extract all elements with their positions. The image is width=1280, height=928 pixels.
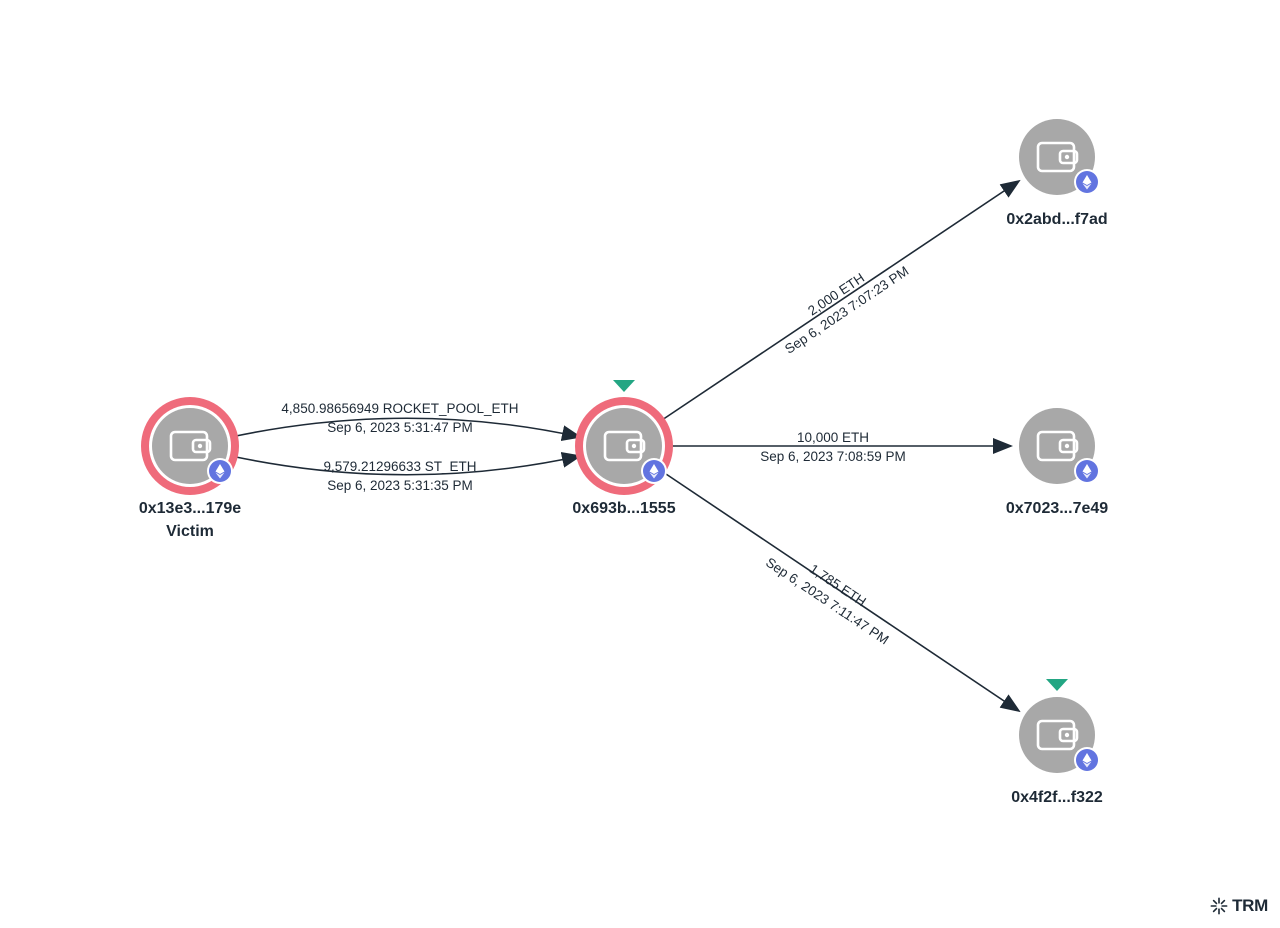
marker-triangle-icon [1046, 679, 1068, 691]
edge-amount: 10,000 ETH [797, 430, 869, 445]
edge-time: Sep 6, 2023 5:31:35 PM [327, 478, 473, 493]
brand-name: TRM [1232, 896, 1268, 915]
nodes: 0x13e3...179e Victim 0x693b...1555 [139, 119, 1108, 806]
ethereum-icon [1074, 458, 1100, 484]
wallet-icon [1036, 141, 1079, 173]
edge-hub-to-0x7023[interactable]: 10,000 ETH Sep 6, 2023 7:08:59 PM [670, 430, 1013, 464]
wallet-node-victim[interactable]: 0x13e3...179e Victim [139, 397, 241, 540]
edge-hub-to-0x2abd[interactable]: 2,000 ETH Sep 6, 2023 7:07:23 PM [661, 179, 1021, 421]
node-tag: Victim [166, 523, 214, 540]
edge-time: Sep 6, 2023 7:08:59 PM [760, 449, 906, 464]
edge-time: Sep 6, 2023 5:31:47 PM [327, 420, 473, 435]
wallet-node-0x2abd[interactable]: 0x2abd...f7ad [1006, 119, 1108, 228]
edge-victim-to-hub-rocket-pool[interactable]: 4,850.98656949 ROCKET_POOL_ETH Sep 6, 20… [235, 401, 582, 441]
node-address: 0x693b...1555 [572, 500, 675, 517]
trm-logo-icon [1210, 897, 1228, 915]
ethereum-icon [207, 458, 233, 484]
wallet-icon [1036, 430, 1079, 462]
ethereum-icon [1074, 169, 1100, 195]
wallet-node-0x7023[interactable]: 0x7023...7e49 [1006, 408, 1108, 517]
node-address: 0x13e3...179e [139, 500, 241, 517]
edge-hub-to-0x4f2f[interactable]: 1,785 ETH Sep 6, 2023 7:11:47 PM [665, 473, 1021, 713]
trm-brand: TRM [1210, 896, 1268, 916]
node-address: 0x7023...7e49 [1006, 500, 1108, 517]
wallet-icon [1036, 719, 1079, 751]
wallet-node-hub[interactable]: 0x693b...1555 [572, 380, 676, 517]
marker-triangle-icon [613, 380, 635, 392]
node-address: 0x4f2f...f322 [1011, 789, 1103, 806]
ethereum-icon [641, 458, 667, 484]
wallet-icon [603, 430, 646, 462]
edge-amount: 4,850.98656949 ROCKET_POOL_ETH [281, 401, 518, 416]
edge-victim-to-hub-st-eth[interactable]: 9,579.21296633 ST_ETH Sep 6, 2023 5:31:3… [235, 452, 582, 493]
edge-amount: 9,579.21296633 ST_ETH [323, 459, 476, 474]
wallet-icon [169, 430, 212, 462]
wallet-node-0x4f2f[interactable]: 0x4f2f...f322 [1011, 679, 1103, 806]
ethereum-icon [1074, 747, 1100, 773]
node-address: 0x2abd...f7ad [1006, 211, 1107, 228]
